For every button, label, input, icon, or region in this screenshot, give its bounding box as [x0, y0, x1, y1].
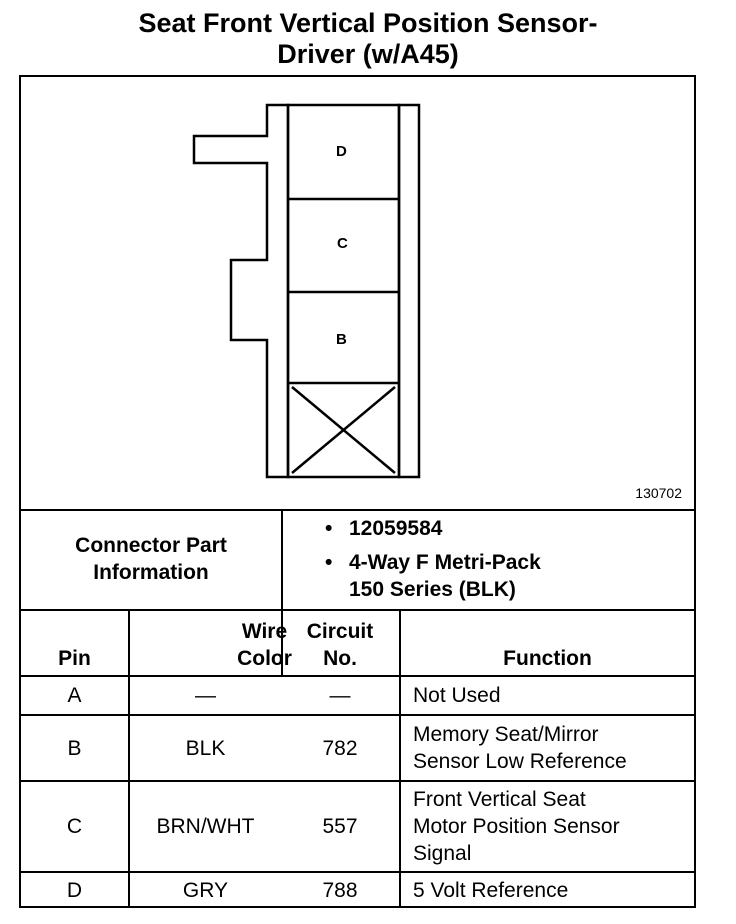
function-cell: Not Used: [413, 684, 501, 707]
unused-cavity-cross: [291, 386, 396, 474]
cavity-label-b: B: [336, 331, 347, 348]
column-divider: [399, 609, 401, 908]
wire-color-cell: —: [195, 684, 216, 707]
function-cell: Memory Seat/Mirror Sensor Low Reference: [413, 723, 627, 773]
wire-color-cell: BRN/WHT: [156, 815, 255, 838]
cavity-label-c: C: [337, 235, 348, 252]
page-title: Seat Front Vertical Position Sensor- Dri…: [0, 8, 736, 70]
part-number: 12059584: [321, 515, 541, 542]
connector-description: 4-Way F Metri-Pack 150 Series (BLK): [321, 549, 541, 603]
connector-part-info-label: Connector Part Information: [75, 534, 227, 584]
pin-cell: B: [67, 736, 82, 760]
connector-frame: D C B 130702 Connector Part Information …: [19, 75, 696, 908]
divider: [21, 675, 694, 677]
circuit-cell: 557: [322, 815, 358, 838]
title-line-2: Driver (w/A45): [277, 39, 459, 69]
divider: [21, 609, 694, 611]
cavity-label-d: D: [336, 143, 347, 160]
divider: [21, 871, 694, 873]
divider: [21, 780, 694, 782]
circuit-cell: 782: [322, 736, 358, 760]
title-line-1: Seat Front Vertical Position Sensor-: [138, 8, 598, 38]
circuit-cell: 788: [322, 879, 358, 902]
header-function: Function: [503, 647, 592, 670]
housing-outline: [192, 103, 290, 479]
divider: [21, 714, 694, 716]
function-cell: Front Vertical Seat Motor Position Senso…: [413, 788, 620, 865]
divider: [21, 509, 694, 511]
connector-diagram: D C B 130702: [21, 77, 694, 509]
wire-color-cell: GRY: [182, 879, 229, 902]
function-cell: 5 Volt Reference: [413, 879, 569, 902]
connector-face-drawing: [192, 103, 421, 479]
housing-rail: [397, 103, 421, 479]
pin-cell: C: [66, 815, 83, 838]
header-wire-color: Wire Color: [237, 620, 292, 670]
header-circuit-no: Circuit No.: [306, 620, 374, 670]
pin-cell: D: [66, 879, 83, 902]
wire-color-cell: BLK: [185, 736, 226, 760]
pin-cell: A: [67, 684, 82, 707]
column-divider: [281, 509, 283, 677]
connector-part-info-list: 12059584 4-Way F Metri-Pack 150 Series (…: [321, 515, 541, 603]
column-divider: [128, 609, 130, 908]
header-pin: Pin: [58, 647, 91, 670]
figure-number: 130702: [635, 485, 682, 501]
circuit-cell: —: [329, 684, 351, 707]
